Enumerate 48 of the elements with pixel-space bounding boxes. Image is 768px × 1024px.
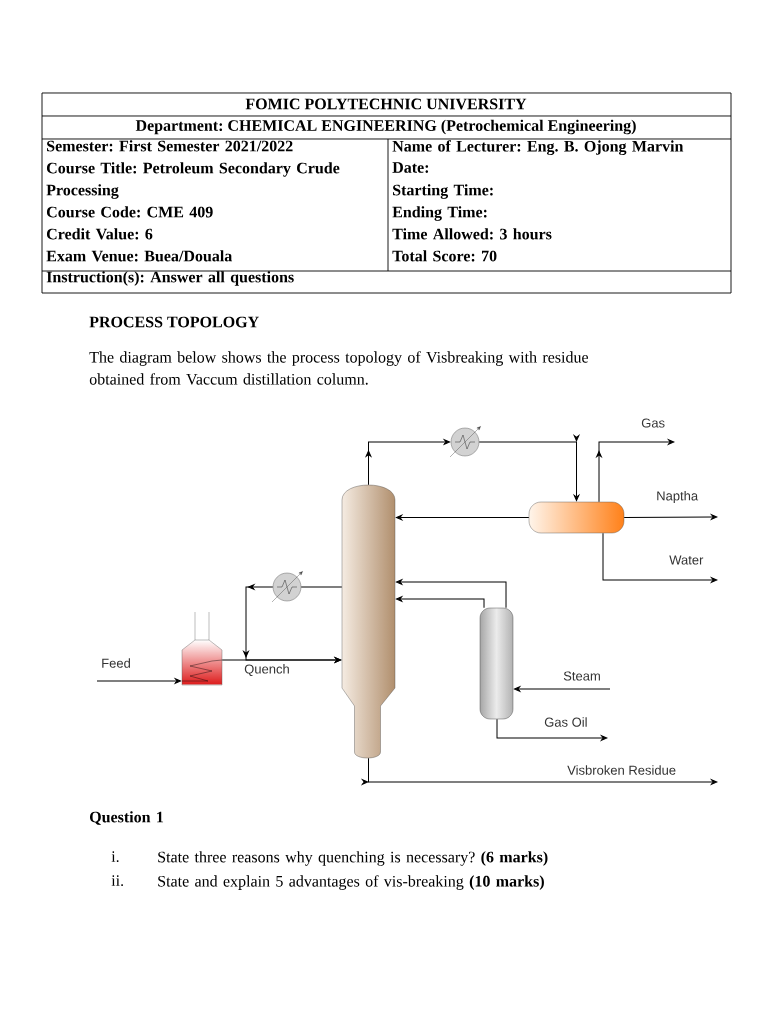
table-text: Ending Time: xyxy=(392,206,487,221)
table-text: Exam Venue: Buea/Douala xyxy=(46,250,233,262)
table-text: Semester: First Semester 2021/2022 xyxy=(47,140,293,152)
arrow xyxy=(596,439,675,503)
arrow xyxy=(361,757,718,785)
arrow xyxy=(513,686,611,692)
table-text: Total Score: 70 xyxy=(392,250,497,262)
edge-label: Steam xyxy=(562,670,602,682)
arrow xyxy=(395,596,485,609)
edge-label: Naptha xyxy=(655,489,700,505)
column-drawing xyxy=(341,484,396,759)
edge-label: Gas xyxy=(640,417,667,429)
heat-exchanger-drawing xyxy=(271,571,303,603)
edge-label: Gas Oil xyxy=(543,716,589,728)
furnace-drawing xyxy=(181,611,223,686)
table-heading: Department: CHEMICAL ENGINEERING (Petrochemical Engineering) xyxy=(135,119,636,135)
arrow xyxy=(395,514,530,521)
arrow xyxy=(243,584,342,663)
arrow xyxy=(602,532,718,583)
arrow xyxy=(96,678,182,684)
arrow xyxy=(365,439,451,486)
section-heading: PROCESS TOPOLOGY xyxy=(89,316,259,328)
heat-exchanger-drawing xyxy=(449,426,481,458)
stripper-drawing xyxy=(479,607,514,720)
arrow xyxy=(478,435,580,502)
arrow xyxy=(623,514,718,520)
question-text: State three reasons why quenching is necessary? (6 marks) xyxy=(158,851,548,866)
table-text: Course Code: CME 409 xyxy=(47,206,213,218)
edge-label: Water xyxy=(668,554,705,566)
item-number: ii. xyxy=(111,875,124,886)
edge-label: Visbroken Residue xyxy=(566,764,678,776)
question-text: State and explain 5 advantages of vis-breaking (10 marks) xyxy=(158,875,544,890)
question-heading: Question 1 xyxy=(90,811,164,825)
table-text: Name of Lecturer: Eng. B. Ojong Marvin xyxy=(392,140,684,155)
table-text: Credit Value: 6 xyxy=(47,228,153,240)
table-text: Course Title: Petroleum Secondary Crude Processing xyxy=(46,162,340,199)
arrow xyxy=(496,718,608,741)
table-text: Date: xyxy=(392,162,429,173)
table-text: Time Allowed: 3 hours xyxy=(392,228,552,240)
edge-label: Quench xyxy=(243,663,291,677)
drum-drawing xyxy=(528,501,625,534)
item-number: i. xyxy=(111,851,119,862)
table-text: Starting Time: xyxy=(393,184,493,199)
table-text: Instruction(s): Answer all questions xyxy=(46,271,294,286)
table-heading: FOMIC POLYTECHNIC UNIVERSITY xyxy=(245,98,527,110)
arrow xyxy=(395,579,507,609)
paragraph: The diagram below shows the process topology of Visbreaking with residue obtained from Vaccum distillation column. xyxy=(89,351,589,385)
edge-label: Feed xyxy=(100,657,132,669)
